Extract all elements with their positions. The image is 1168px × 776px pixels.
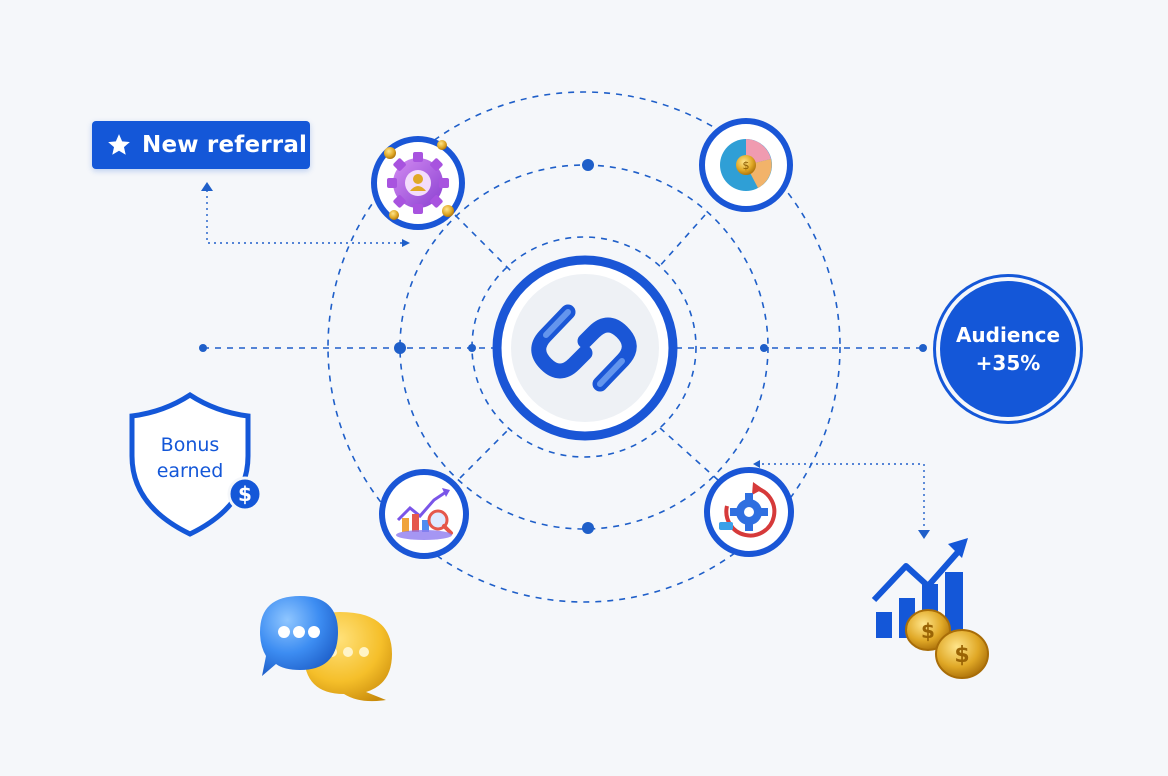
gear-user-icon [371, 136, 465, 230]
svg-text:$: $ [921, 619, 935, 643]
chat-bubbles-icon [260, 596, 392, 702]
star-icon [108, 134, 130, 155]
svg-text:$: $ [743, 159, 750, 172]
middle-orbit [399, 164, 769, 530]
svg-text:$: $ [238, 482, 252, 506]
audience-label: Audience [955, 323, 1061, 347]
new-referral-badge: New referral [92, 121, 310, 169]
growth-chart-coins-icon: $ $ [871, 538, 989, 679]
pointer-arrowheads [201, 182, 930, 539]
earned-label: earned [156, 460, 224, 482]
audience-value: +35% [975, 351, 1041, 375]
analytics-magnifier-icon [379, 469, 469, 559]
bonus-earned-text: Bonus earned [140, 432, 240, 484]
link-logo-icon [531, 304, 637, 392]
outer-orbit [327, 91, 841, 603]
dotted-pointers [206, 190, 925, 532]
center-hub [492, 255, 678, 441]
cycle-gear-icon [704, 467, 794, 557]
dollar-icon [227, 476, 263, 512]
audience-badge: Audience +35% [940, 281, 1076, 417]
diagonal-connectors [454, 214, 719, 481]
svg-text:$: $ [954, 643, 969, 668]
shield-icon: $ [129, 392, 263, 537]
bonus-label: Bonus [160, 434, 220, 456]
pie-chart-dollar-icon: $ [699, 118, 793, 212]
new-referral-label: New referral [142, 132, 308, 158]
connector-dots [199, 159, 927, 534]
